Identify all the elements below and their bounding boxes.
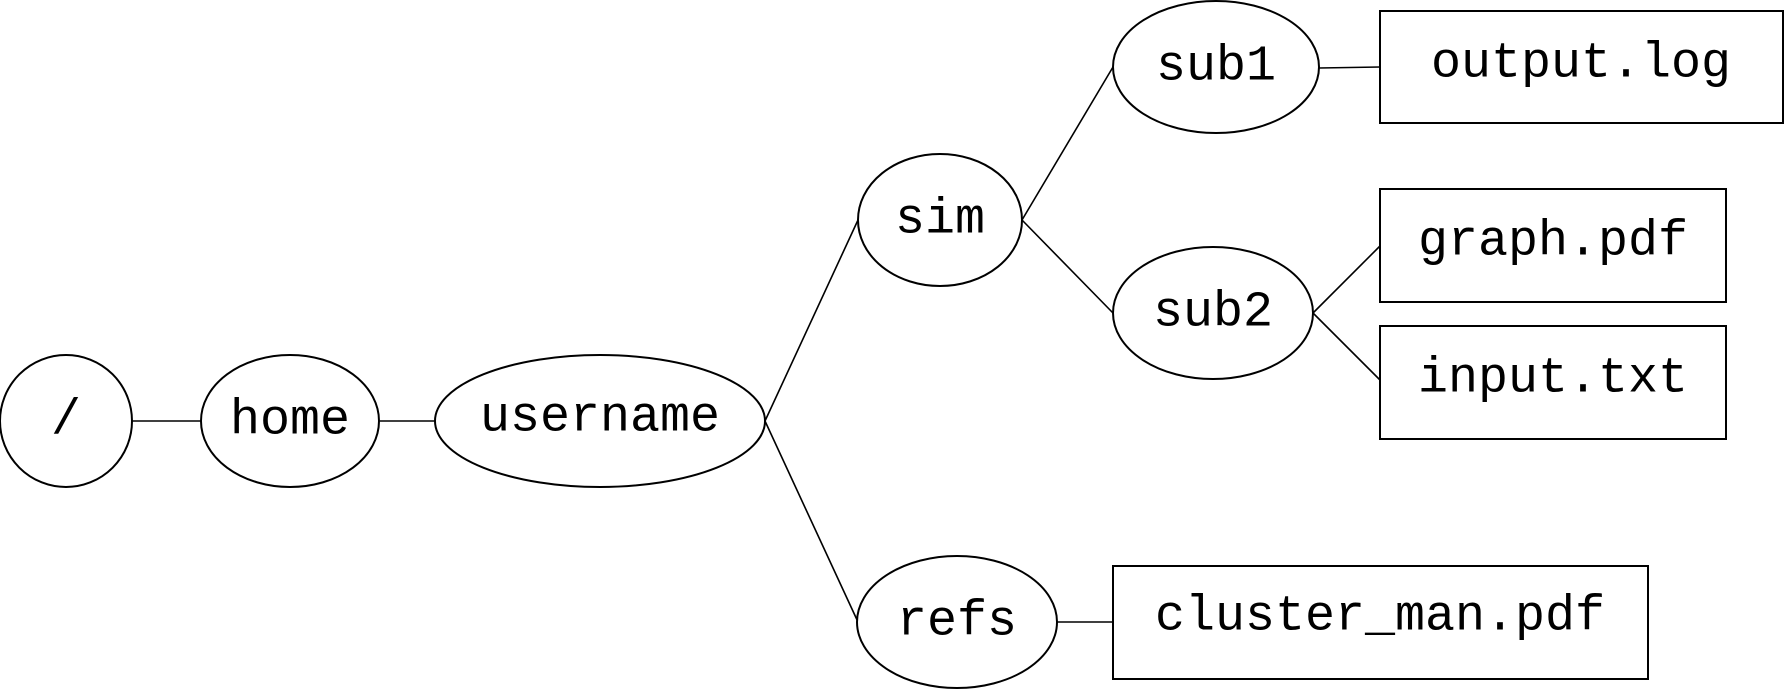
file-node-graph-pdf: graph.pdf — [1379, 188, 1727, 303]
directory-node-sim: sim — [857, 153, 1023, 287]
file-node-output-log: output.log — [1379, 10, 1784, 124]
edges — [132, 66, 1381, 623]
directory-node-root: / — [0, 354, 133, 488]
node-label: input.txt — [1418, 351, 1688, 408]
node-label: home — [230, 393, 350, 450]
node-label: username — [480, 390, 720, 447]
file-node-cluster-man-pdf: cluster_man.pdf — [1112, 565, 1649, 680]
edge-sub2-graph-pdf — [1312, 245, 1381, 314]
directory-node-sub1: sub1 — [1112, 0, 1320, 134]
node-label: output.log — [1431, 36, 1731, 93]
edge-sub2-input-txt — [1312, 312, 1381, 381]
directory-node-refs: refs — [856, 555, 1058, 689]
edge-sim-sub1 — [1021, 66, 1114, 221]
directory-node-sub2: sub2 — [1112, 246, 1314, 380]
edge-username-refs — [764, 420, 859, 623]
node-label: sub1 — [1156, 39, 1276, 96]
node-label: refs — [897, 594, 1017, 651]
edge-sim-sub2 — [1021, 219, 1114, 314]
node-label: graph.pdf — [1418, 214, 1688, 271]
directory-node-home: home — [200, 354, 380, 488]
directory-node-username: username — [434, 354, 766, 488]
node-label: sim — [895, 192, 985, 249]
node-label: sub2 — [1153, 285, 1273, 342]
file-node-input-txt: input.txt — [1379, 325, 1727, 440]
edge-sub1-output-log — [1318, 66, 1381, 69]
edge-username-sim — [764, 219, 859, 422]
node-label: / — [51, 393, 81, 450]
node-label: cluster_man.pdf — [1155, 589, 1605, 646]
